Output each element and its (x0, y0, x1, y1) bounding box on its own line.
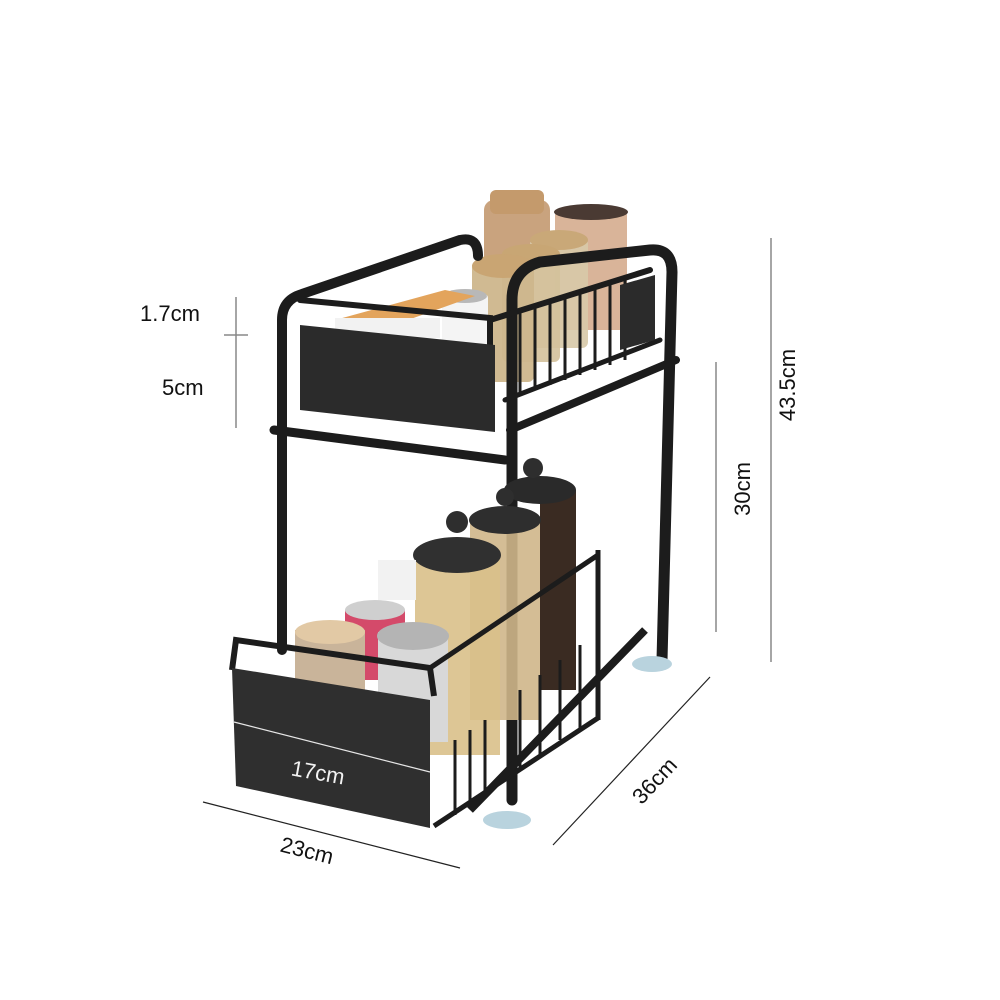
panel-height-label: 5cm (162, 375, 204, 400)
top-shelf (269, 234, 680, 806)
lower-height-label: 30cm (729, 462, 755, 516)
dimension-lines (224, 238, 772, 662)
top-shelf-panel (300, 325, 495, 432)
bottom-basket-panel (232, 668, 430, 828)
rail-height-label: 1.7cm (140, 301, 200, 326)
bottom-basket (229, 550, 648, 829)
total-height-label: 43.5cm (775, 348, 801, 422)
suction-feet (483, 656, 672, 829)
